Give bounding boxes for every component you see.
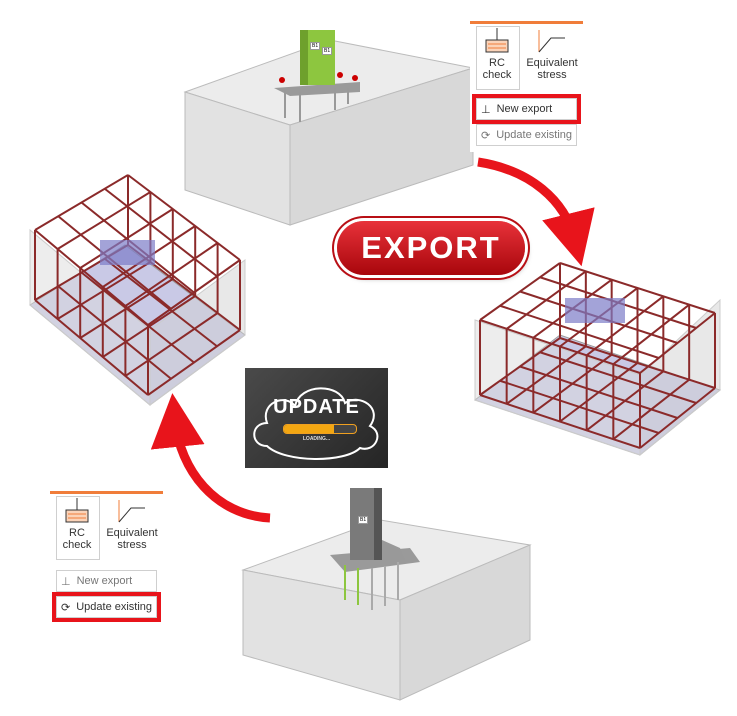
rebar: [499, 379, 660, 434]
member-tag: B1: [358, 516, 369, 524]
top-steel-column: [274, 30, 360, 122]
rebar: [519, 365, 678, 419]
update-existing-menu-item[interactable]: ⟳ Update existing: [476, 124, 577, 146]
rc-check-button[interactable]: RC check: [56, 498, 98, 551]
rebar: [539, 351, 697, 404]
new-export-menu-item[interactable]: ⊥ New export: [472, 94, 581, 124]
new-export-icon: ⊥: [481, 103, 491, 116]
rc-check-label: RC check: [62, 527, 92, 551]
new-export-icon: ⊥: [61, 575, 71, 588]
rebar: [559, 262, 716, 314]
rebar: [127, 174, 241, 261]
update-title: UPDATE: [273, 396, 360, 418]
update-arrow: [150, 393, 271, 523]
left-rebar-cage: [29, 174, 246, 407]
rc-check-label: RC check: [482, 57, 512, 81]
rebar: [479, 394, 641, 449]
rebar: [104, 257, 218, 348]
rebar: [57, 285, 172, 380]
equivalent-stress-button[interactable]: Equivalent stress: [524, 28, 580, 81]
equivalent-stress-label: Equivalent stress: [526, 57, 578, 81]
update-icon: ⟳: [61, 601, 71, 614]
equivalent-stress-button[interactable]: Equivalent stress: [104, 498, 160, 551]
top-ribbon-menu: RC check Equivalent stress ⊥ New export ⟳…: [470, 21, 583, 152]
export-arrow: [477, 157, 595, 267]
update-existing-menu-item[interactable]: ⟳ Update existing: [52, 592, 161, 622]
right-rebar-cage: [473, 262, 722, 457]
bottom-steel-column: [330, 488, 420, 610]
rc-check-icon: [65, 498, 89, 523]
rebar: [80, 271, 195, 364]
bottom-ribbon-menu: RC check Equivalent stress ⊥ New export ⟳…: [50, 491, 163, 624]
equivalent-stress-label: Equivalent stress: [106, 527, 158, 551]
update-icon: ⟳: [481, 129, 491, 142]
rc-check-button[interactable]: RC check: [476, 28, 518, 81]
rebar: [479, 319, 641, 374]
new-export-menu-item[interactable]: ⊥ New export: [56, 570, 157, 592]
cloud-icon: [253, 387, 379, 460]
export-badge: EXPORT: [337, 221, 525, 275]
update-loading-image: UPDATE LOADING...: [245, 368, 388, 468]
rebar: [34, 229, 149, 326]
rc-check-icon: [485, 28, 509, 53]
rebar: [559, 337, 716, 389]
new-export-label: New export: [76, 575, 133, 587]
member-tag: B1: [310, 42, 321, 50]
rebar: [104, 187, 218, 278]
new-export-label: New export: [496, 103, 553, 115]
progress-fill: [284, 425, 335, 433]
rebar: [34, 299, 149, 396]
rebar: [499, 304, 660, 359]
update-existing-label: Update existing: [496, 129, 573, 141]
update-existing-label: Update existing: [76, 601, 153, 613]
stress-strain-icon: [118, 500, 145, 523]
member-tag: B1: [322, 47, 333, 55]
loading-progress-bar: [283, 424, 357, 434]
loading-label: LOADING...: [302, 436, 331, 442]
stress-strain-icon: [538, 30, 565, 53]
